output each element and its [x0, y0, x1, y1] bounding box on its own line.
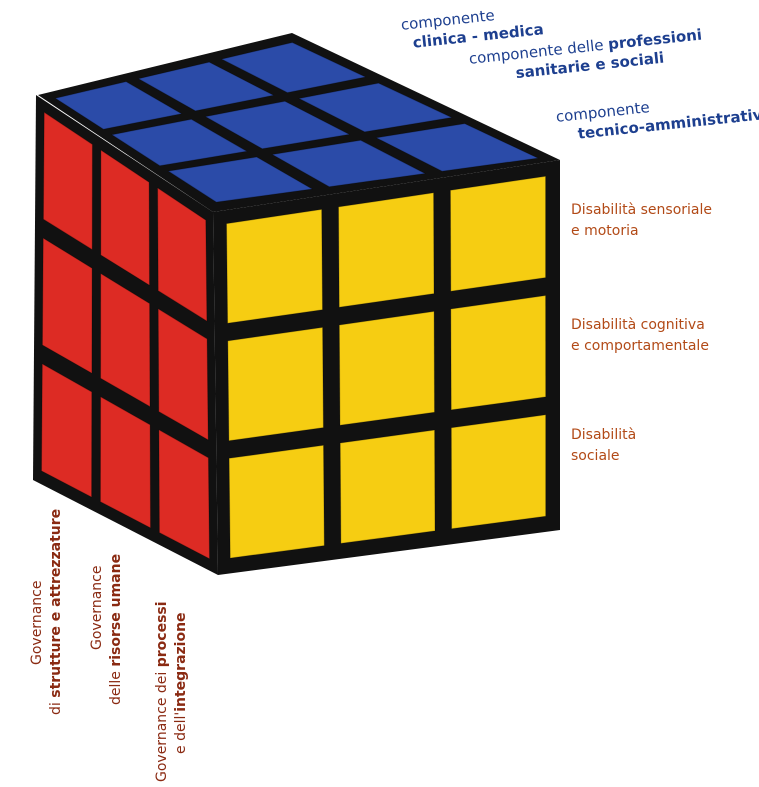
label-disabilita-cognitiva: Disabilità cognitiva e comportamentale [571, 315, 709, 357]
label-governance-risorse-umane: Governance delle risorse umane [88, 554, 126, 705]
front-face-sticker [451, 296, 546, 410]
front-face-sticker [340, 430, 435, 543]
label-governance-processi: Governance dei processi e dell'integrazi… [153, 601, 191, 782]
front-face-sticker [339, 193, 435, 307]
label-governance-strutture: Governance di strutture e attrezzature [28, 509, 66, 715]
front-face-sticker [228, 327, 324, 440]
front-face-sticker [229, 445, 324, 558]
label-disabilita-sensoriale: Disabilità sensoriale e motoria [571, 200, 712, 242]
front-face-sticker [227, 209, 323, 323]
front-face-sticker [339, 311, 434, 425]
front-face-sticker [450, 176, 545, 291]
front-face-sticker [451, 415, 545, 529]
label-disabilita-sociale: Disabilità sociale [571, 425, 636, 467]
